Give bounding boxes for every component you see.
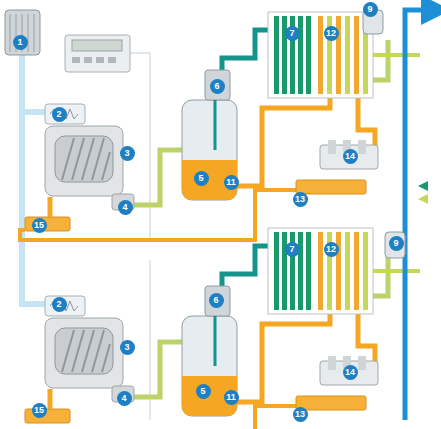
compressor-unit [25,296,182,423]
callout-number: 15 [32,218,47,233]
callout-number: 4 [118,200,133,215]
flow-arrow [418,181,428,191]
callout-number: 7 [285,242,300,257]
callout-number: 14 [343,365,358,380]
separator-cooler-unit [20,228,420,429]
controller [65,35,130,72]
callout-number: 15 [32,403,47,418]
callout-number: 5 [196,384,211,399]
callout-number: 9 [389,236,404,251]
intake-pipe [22,55,45,304]
dryer [385,232,405,258]
callout-number: 9 [363,2,378,17]
callout-number: 3 [120,340,135,355]
callout-number: 2 [52,107,67,122]
callout-number: 12 [324,242,339,257]
callout-number: 7 [285,26,300,41]
air-outlet-pipe [405,10,436,420]
callout-number: 13 [293,192,308,207]
callout-number: 13 [293,407,308,422]
callout-number: 6 [210,79,225,94]
callout-number: 11 [224,390,239,405]
callout-number: 5 [194,171,209,186]
callout-number: 14 [343,149,358,164]
callout-number: 11 [224,175,239,190]
callout-number: 3 [120,146,135,161]
callout-number: 12 [324,26,339,41]
callout-number: 2 [52,297,67,312]
callout-number: 6 [209,293,224,308]
air-filter [5,10,40,55]
flow-arrow [418,194,428,204]
separator-cooler-unit [20,12,420,240]
callout-number: 1 [13,35,28,50]
control-wire [130,53,150,420]
compressor-unit [25,104,182,231]
callout-number: 4 [117,391,132,406]
